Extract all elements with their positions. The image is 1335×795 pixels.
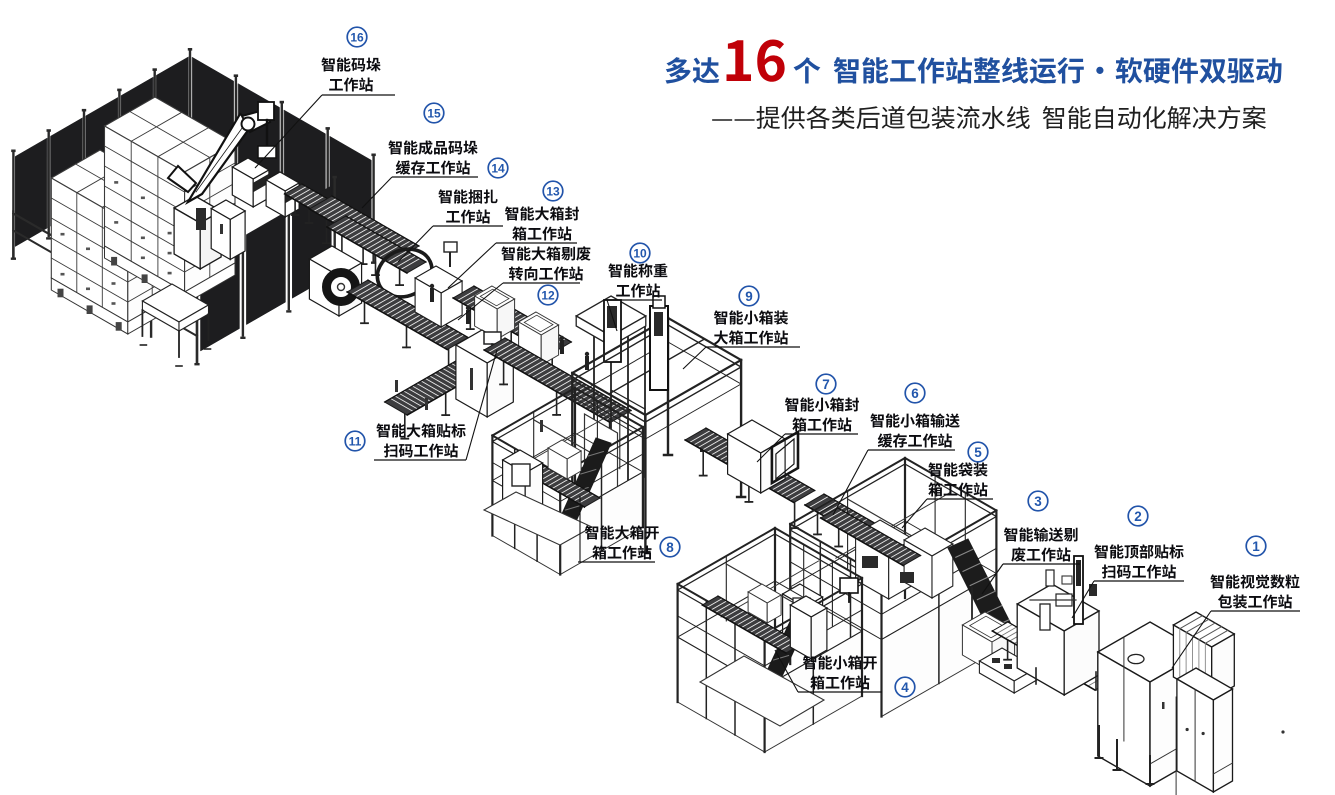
- svg-text:3: 3: [1034, 494, 1042, 509]
- svg-text:12: 12: [541, 288, 555, 302]
- svg-text:4: 4: [901, 680, 909, 695]
- svg-text:10: 10: [633, 246, 647, 260]
- svg-text:13: 13: [546, 184, 560, 198]
- svg-text:16: 16: [350, 30, 364, 44]
- svg-text:2: 2: [1134, 509, 1142, 524]
- svg-text:11: 11: [349, 434, 362, 448]
- svg-text:15: 15: [427, 106, 441, 120]
- svg-text:14: 14: [491, 161, 505, 175]
- svg-text:1: 1: [1252, 539, 1260, 554]
- svg-text:7: 7: [822, 377, 830, 392]
- svg-text:8: 8: [666, 540, 674, 555]
- svg-text:5: 5: [974, 445, 982, 460]
- svg-text:9: 9: [745, 289, 753, 304]
- svg-text:6: 6: [911, 386, 919, 401]
